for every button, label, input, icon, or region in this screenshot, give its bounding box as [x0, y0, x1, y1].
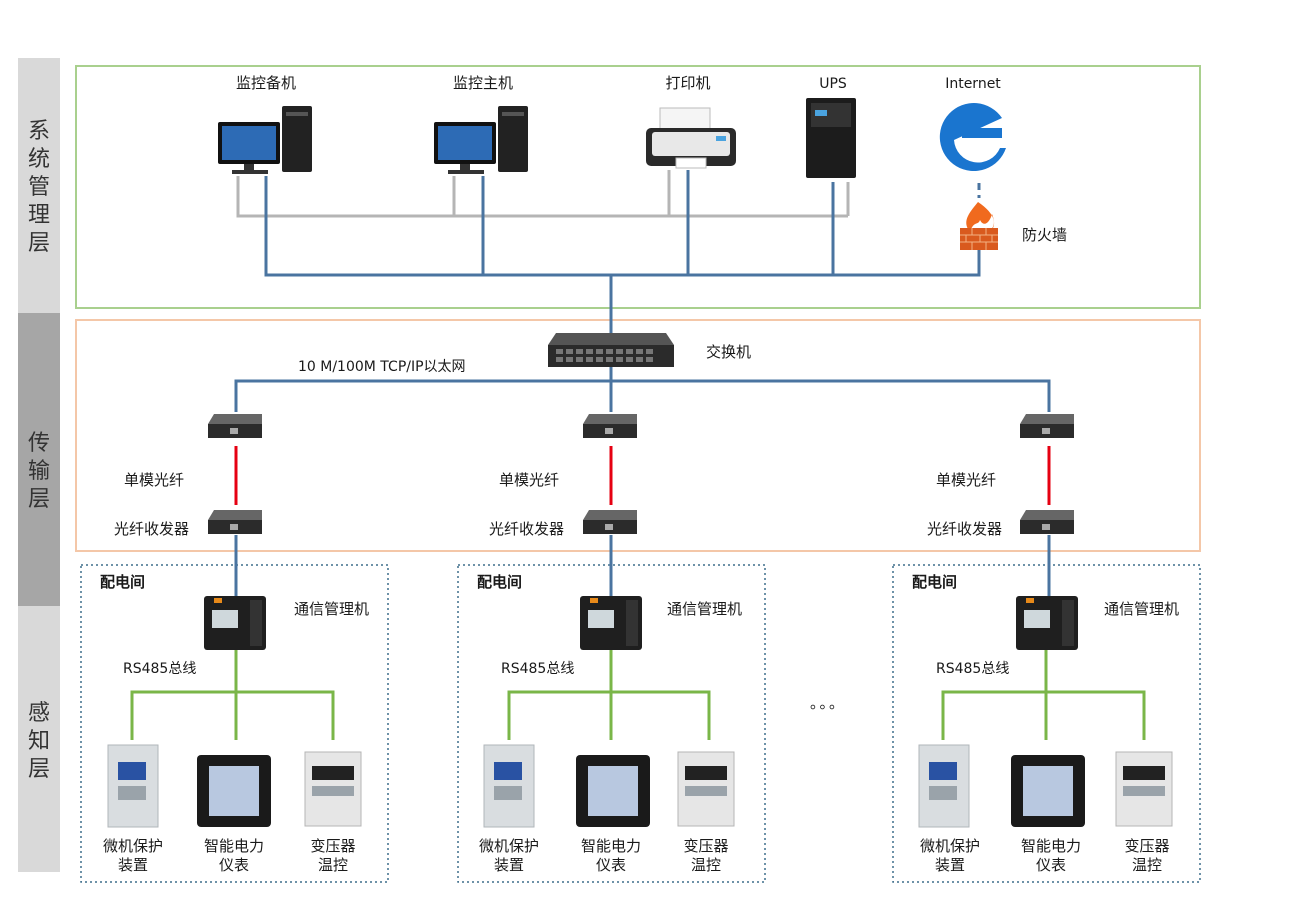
device-label: 智能电力仪表 [1020, 837, 1082, 874]
transceiver-icon [1020, 510, 1074, 534]
fiber-label: 单模光纤 [499, 471, 560, 489]
transceiver-icon [208, 414, 262, 438]
ups-label: UPS [819, 76, 847, 92]
layer-label-transmission: 传输层 [27, 431, 50, 512]
switch-icon [548, 333, 674, 367]
layer-label-perception: 感知层 [27, 701, 50, 782]
printer-label: 打印机 [665, 74, 711, 92]
internet-icon [939, 103, 1006, 172]
temp-controller-icon [304, 751, 362, 827]
backup-host-icon [218, 106, 312, 174]
room-title: 配电间 [100, 573, 146, 591]
comm-manager-icon [580, 596, 642, 650]
device-label: 变压器温控 [1124, 837, 1170, 874]
firewall-icon [960, 202, 998, 250]
ups-icon [806, 98, 856, 178]
protection-device-icon [107, 744, 159, 828]
internet-label: Internet [945, 76, 1001, 92]
room-frame-3 [892, 564, 1201, 883]
fiber-lines [234, 446, 1051, 505]
printer-icon [646, 107, 736, 169]
network-lines [234, 170, 1051, 596]
layer-label-system: 系统管理层 [27, 119, 50, 256]
fiber-label: 单模光纤 [936, 471, 997, 489]
backup-host-label: 监控备机 [235, 74, 297, 92]
room-frame-2 [457, 564, 766, 883]
device-label: 微机保护装置 [102, 837, 164, 874]
device-label: 智能电力仪表 [203, 837, 265, 874]
room-title: 配电间 [477, 573, 523, 591]
main-host-label: 监控主机 [452, 74, 514, 92]
rs485-label: RS485总线 [936, 661, 1010, 677]
transceiver-label: 光纤收发器 [114, 520, 190, 538]
power-meter-icon [576, 755, 650, 827]
transport-layer-frame [75, 319, 1201, 552]
transceiver-label: 光纤收发器 [927, 520, 1003, 538]
switch-label: 交换机 [706, 343, 752, 361]
temp-controller-icon [1115, 751, 1173, 827]
layer-bar-system [18, 58, 60, 313]
rs485-label: RS485总线 [501, 661, 575, 677]
rs485-label: RS485总线 [123, 661, 197, 677]
transceiver-icon [1020, 414, 1074, 438]
room-title: 配电间 [912, 573, 958, 591]
temp-controller-icon [677, 751, 735, 827]
comm-manager-icon [1016, 596, 1078, 650]
comm-manager-label: 通信管理机 [294, 600, 370, 618]
protection-device-icon [918, 744, 970, 828]
device-label: 智能电力仪表 [580, 837, 642, 874]
room-frame-1 [80, 564, 389, 883]
ellipsis: 。。。 [809, 694, 847, 712]
transceiver-icon [208, 510, 262, 534]
layer-bar-transmission [18, 313, 60, 606]
transceiver-icon [583, 414, 637, 438]
rs485-lines [130, 650, 1146, 740]
power-lines [236, 170, 850, 218]
transceiver-icon [583, 510, 637, 534]
comm-manager-icon [204, 596, 266, 650]
comm-manager-label: 通信管理机 [1104, 600, 1180, 618]
device-label: 变压器温控 [310, 837, 356, 874]
transceiver-label: 光纤收发器 [489, 520, 565, 538]
ethernet-label: 10 M/100M TCP/IP以太网 [298, 359, 466, 375]
layer-bar-perception [18, 606, 60, 872]
system-layer-frame [75, 65, 1201, 309]
power-meter-icon [1011, 755, 1085, 827]
protection-device-icon [483, 744, 535, 828]
main-host-icon [434, 106, 528, 174]
device-label: 微机保护装置 [478, 837, 540, 874]
power-meter-icon [197, 755, 271, 827]
comm-manager-label: 通信管理机 [667, 600, 743, 618]
device-label: 变压器温控 [683, 837, 729, 874]
device-label: 微机保护装置 [919, 837, 981, 874]
firewall-label: 防火墙 [1022, 226, 1068, 244]
fiber-label: 单模光纤 [124, 471, 185, 489]
